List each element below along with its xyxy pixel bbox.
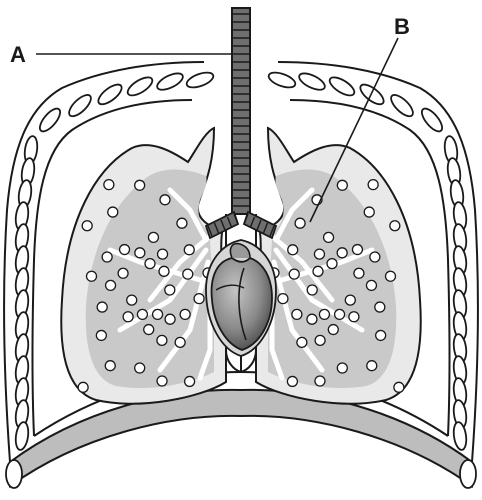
alveolus <box>96 330 106 340</box>
alveolus <box>87 271 97 281</box>
alveolus <box>345 295 355 305</box>
alveolus <box>148 232 158 242</box>
rib <box>36 105 63 134</box>
alveolus <box>289 269 299 279</box>
diaphragm <box>6 372 476 488</box>
alveolus <box>157 376 167 386</box>
alveolus <box>135 248 145 258</box>
alveolus <box>145 259 155 269</box>
label-b: B <box>394 14 410 39</box>
rib <box>95 81 124 108</box>
alveolus <box>367 361 377 371</box>
alveolus <box>165 314 175 324</box>
label-a: A <box>10 42 26 67</box>
alveolus <box>313 266 323 276</box>
alveolus <box>105 361 115 371</box>
trachea <box>232 8 250 214</box>
alveolus <box>349 312 359 322</box>
alveolus <box>364 207 374 217</box>
alveolus <box>324 232 334 242</box>
diaphragm-left-end <box>6 460 22 488</box>
alveolus <box>185 376 195 386</box>
rib <box>125 74 155 99</box>
alveolus <box>297 337 307 347</box>
alveolus <box>175 337 185 347</box>
alveolus <box>376 330 386 340</box>
alveolus <box>137 309 147 319</box>
main-bronchi <box>206 212 276 238</box>
alveolus <box>158 249 168 259</box>
diaphragm-band <box>10 390 472 486</box>
alveolus <box>184 245 194 255</box>
alveolus <box>328 325 338 335</box>
alveolus <box>327 259 337 269</box>
alveolus <box>160 195 170 205</box>
alveolus <box>123 312 133 322</box>
alveolus <box>157 335 167 345</box>
alveolus <box>314 249 324 259</box>
alveolus <box>135 180 145 190</box>
alveolus <box>366 280 376 290</box>
alveolus <box>292 309 302 319</box>
alveolus <box>337 363 347 373</box>
alveolus <box>295 218 305 228</box>
alveolus <box>278 294 288 304</box>
alveolus <box>354 268 364 278</box>
alveolus <box>135 363 145 373</box>
alveolus <box>194 294 204 304</box>
alveolus <box>118 268 128 278</box>
rib <box>357 81 386 108</box>
alveolus <box>97 302 107 312</box>
alveolus <box>127 295 137 305</box>
rib <box>267 70 297 91</box>
alveolus <box>165 285 175 295</box>
alveolus <box>385 271 395 281</box>
alveolus <box>368 180 378 190</box>
alveolus <box>375 302 385 312</box>
rib <box>327 74 357 99</box>
trachea-tube <box>232 8 250 214</box>
alveolus <box>390 221 400 231</box>
alveolus <box>287 376 297 386</box>
alveolus <box>106 280 116 290</box>
alveolus <box>315 335 325 345</box>
alveolus <box>319 309 329 319</box>
alveolus <box>78 382 88 392</box>
rib <box>155 70 185 93</box>
alveolus <box>180 309 190 319</box>
alveolus <box>120 245 130 255</box>
alveolus <box>153 309 163 319</box>
alveolus <box>108 207 118 217</box>
rib <box>388 92 416 120</box>
rib <box>185 70 215 91</box>
alveolus <box>337 180 347 190</box>
alveolus <box>307 314 317 324</box>
alveolus <box>183 269 193 279</box>
alveolus <box>315 376 325 386</box>
rib <box>66 92 94 120</box>
diaphragm-right-end <box>460 460 476 488</box>
alveolus <box>307 285 317 295</box>
alveolus <box>159 266 169 276</box>
rib <box>418 105 445 134</box>
alveolus <box>352 245 362 255</box>
alveolus <box>335 309 345 319</box>
alveolus <box>337 248 347 258</box>
alveolus <box>104 180 114 190</box>
left-lung <box>61 128 226 404</box>
right-lung <box>256 128 421 404</box>
alveolus <box>82 221 92 231</box>
alveolus <box>102 252 112 262</box>
alveolus <box>288 245 298 255</box>
alveolus <box>370 252 380 262</box>
rib <box>297 70 327 93</box>
alveolus <box>394 382 404 392</box>
alveolus <box>177 218 187 228</box>
alveolus <box>144 325 154 335</box>
